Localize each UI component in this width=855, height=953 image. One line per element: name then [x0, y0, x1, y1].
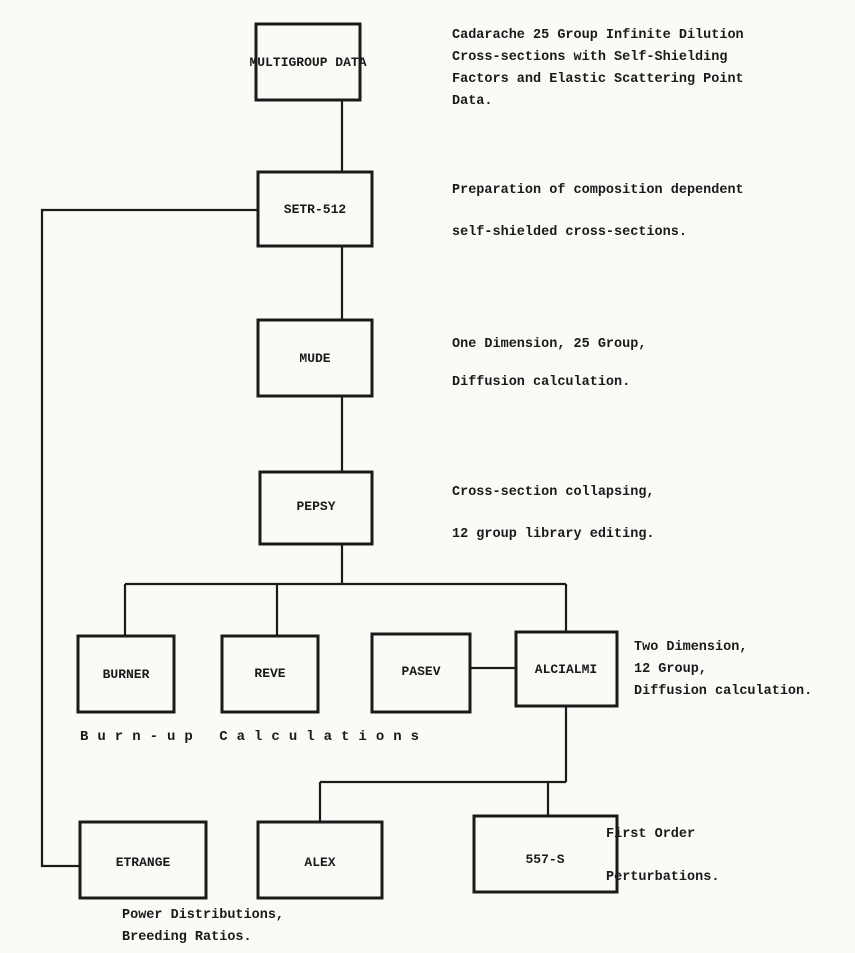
node-label: BURNER — [103, 667, 150, 682]
note-line: First Order — [606, 827, 695, 842]
node-pepsy: PEPSY — [258, 470, 374, 546]
node-label: 557-S — [525, 852, 564, 867]
note-pepsy: Cross-section collapsing, 12 group libra… — [452, 485, 655, 542]
node-label: MULTIGROUP DATA — [249, 55, 366, 70]
note-etrange: Power Distributions, Breeding Ratios. — [122, 908, 284, 945]
note-line: Cross-section collapsing, — [452, 485, 655, 500]
note-line: Preparation of composition dependent — [452, 183, 744, 198]
note-line: self-shielded cross-sections. — [452, 225, 687, 240]
node-alcialmi: ALCIALMI — [514, 630, 619, 708]
node-label: ETRANGE — [116, 855, 171, 870]
node-label: MUDE — [299, 351, 330, 366]
note-line: Diffusion calculation. — [634, 684, 812, 699]
note-line: Cross-sections with Self-Shielding — [452, 50, 727, 65]
note-line: Diffusion calculation. — [452, 375, 630, 390]
node-pasev: PASEV — [370, 632, 472, 714]
note-perturbations: First Order Perturbations. — [606, 827, 719, 885]
node-label: SETR-512 — [284, 202, 347, 217]
note-line: Data. — [452, 94, 493, 109]
note-line: Perturbations. — [606, 870, 719, 885]
connectors — [40, 100, 568, 868]
note-multigroup: Cadarache 25 Group Infinite Dilution Cro… — [452, 28, 744, 109]
note-alcialmi: Two Dimension, 12 Group, Diffusion calcu… — [634, 640, 812, 699]
node-etrange: ETRANGE — [78, 820, 208, 900]
node-reve: REVE — [220, 634, 320, 714]
node-label: ALCIALMI — [535, 662, 597, 677]
note-line: Two Dimension, — [634, 640, 747, 655]
node-mude: MUDE — [256, 318, 374, 398]
node-setr-512: SETR-512 — [256, 170, 374, 248]
note-line: Breeding Ratios. — [122, 930, 252, 945]
node-557-s: 557-S — [472, 814, 619, 894]
connector-setr-etrange — [40, 208, 258, 868]
node-label: ALEX — [304, 855, 335, 870]
node-alex: ALEX — [256, 820, 384, 900]
note-mude: One Dimension, 25 Group, Diffusion calcu… — [452, 337, 646, 390]
note-setr: Preparation of composition dependent sel… — [452, 183, 744, 240]
node-label: PASEV — [401, 664, 440, 679]
node-burner: BURNER — [76, 634, 176, 714]
node-label: REVE — [254, 666, 285, 681]
note-burnup: Burn-up Calculations — [80, 729, 428, 745]
note-line: 12 Group, — [634, 662, 707, 677]
note-line: Factors and Elastic Scattering Point — [452, 72, 744, 87]
note-line: Cadarache 25 Group Infinite Dilution — [452, 28, 744, 43]
note-line: One Dimension, 25 Group, — [452, 337, 646, 352]
node-multigroup-data: MULTIGROUP DATA — [249, 22, 367, 102]
note-line: 12 group library editing. — [452, 527, 655, 542]
note-line: Power Distributions, — [122, 908, 284, 923]
node-label: PEPSY — [296, 499, 335, 514]
